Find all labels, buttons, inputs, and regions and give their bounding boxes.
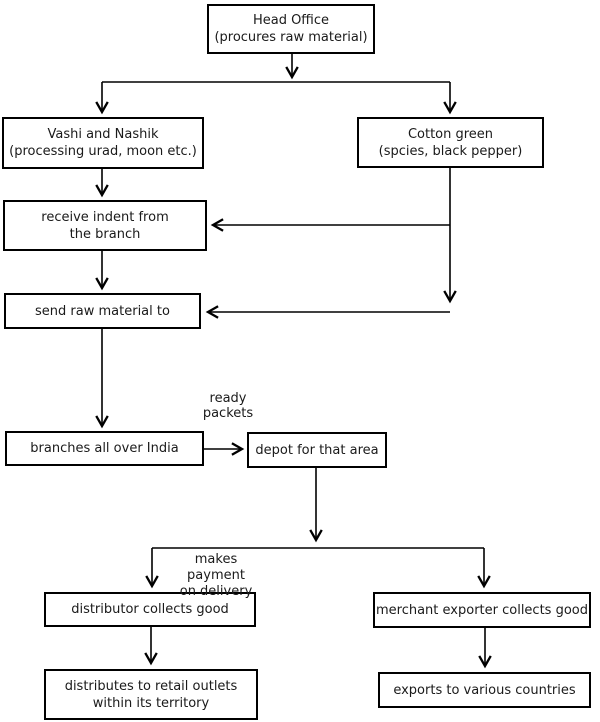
node-branches: branches all over India [5, 431, 204, 466]
node-merchant-exporter: merchant exporter collects good [373, 592, 591, 628]
node-exports: exports to various countries [378, 672, 591, 708]
node-distributor: distributor collects good [44, 592, 256, 627]
edge-label-ready-packets: ready packets [202, 391, 254, 421]
node-vashi-nashik: Vashi and Nashik (processing urad, moon … [2, 117, 204, 169]
edge-label-makes-payment: makes payment on delivery [179, 552, 253, 599]
node-depot: depot for that area [247, 432, 387, 468]
node-retail-outlets: distributes to retail outlets within its… [44, 669, 258, 720]
node-send-raw-material: send raw material to [4, 293, 201, 329]
node-cotton-green: Cotton green (spcies, black pepper) [357, 117, 544, 168]
node-head-office: Head Office (procures raw material) [207, 4, 375, 54]
node-receive-indent: receive indent from the branch [3, 200, 207, 251]
